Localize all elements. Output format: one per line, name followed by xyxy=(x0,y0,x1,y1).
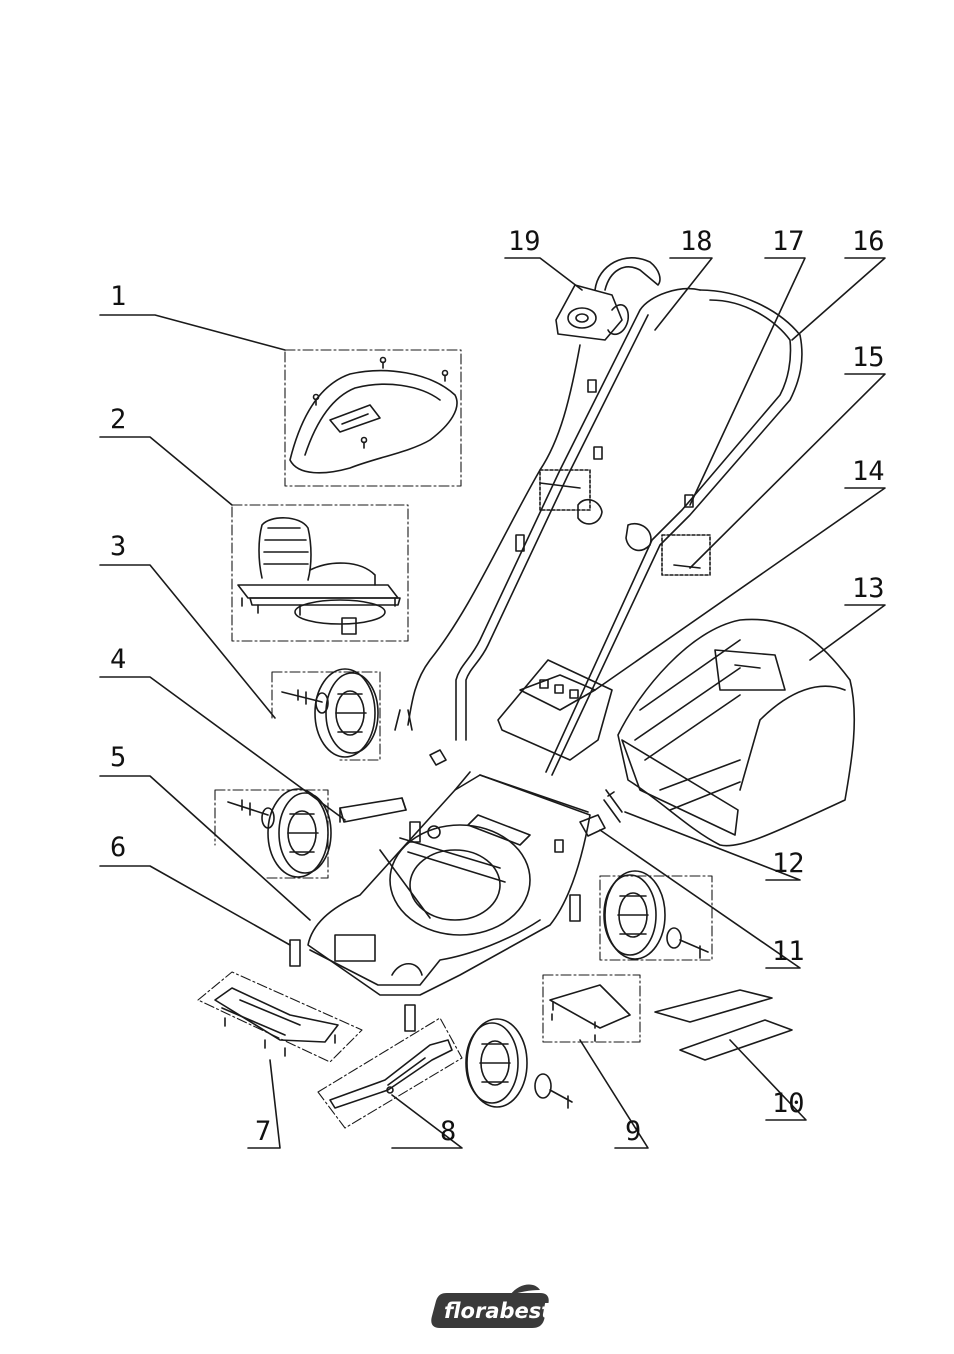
handle-fittings xyxy=(516,380,700,568)
clip-and-spring xyxy=(430,750,622,836)
switch-box xyxy=(498,660,612,760)
callout-19: 19 xyxy=(508,226,541,257)
wheel-top xyxy=(282,669,378,757)
mower-housing xyxy=(308,772,590,995)
motor-cover xyxy=(290,358,457,473)
group-boxes xyxy=(198,350,712,1128)
callout-2: 2 xyxy=(110,404,126,435)
leader-lines xyxy=(100,258,885,1148)
warning-labels xyxy=(655,990,792,1060)
callout-13: 13 xyxy=(852,573,885,604)
callout-numbers: 1 2 3 4 5 6 7 8 9 10 11 12 13 14 15 16 1… xyxy=(110,226,885,1147)
grass-deflector-plate xyxy=(215,988,338,1056)
bumper-strip xyxy=(340,798,406,822)
callout-12: 12 xyxy=(772,848,805,879)
handle-bar xyxy=(456,289,802,775)
callout-17: 17 xyxy=(772,226,805,257)
callout-14: 14 xyxy=(852,456,885,487)
wheel-bottom xyxy=(466,1019,572,1108)
florabest-logo: florabest xyxy=(431,1285,552,1328)
callout-10: 10 xyxy=(772,1088,805,1119)
callout-1: 1 xyxy=(110,281,126,312)
callout-5: 5 xyxy=(110,742,126,773)
callout-15: 15 xyxy=(852,342,885,373)
callout-8: 8 xyxy=(440,1116,456,1147)
callout-7: 7 xyxy=(255,1116,271,1147)
safety-switch xyxy=(395,258,660,730)
callout-3: 3 xyxy=(110,531,126,562)
callout-9: 9 xyxy=(625,1116,641,1147)
callout-11: 11 xyxy=(772,936,805,967)
callout-18: 18 xyxy=(680,226,713,257)
wheel-left xyxy=(228,789,331,877)
logo-text: florabest xyxy=(444,1299,552,1323)
callout-6: 6 xyxy=(110,832,126,863)
wheel-right xyxy=(604,871,708,959)
rear-flap xyxy=(550,985,630,1041)
callout-16: 16 xyxy=(852,226,885,257)
callout-4: 4 xyxy=(110,644,126,675)
cutting-blade xyxy=(330,1040,452,1108)
motor-assembly xyxy=(238,518,400,634)
